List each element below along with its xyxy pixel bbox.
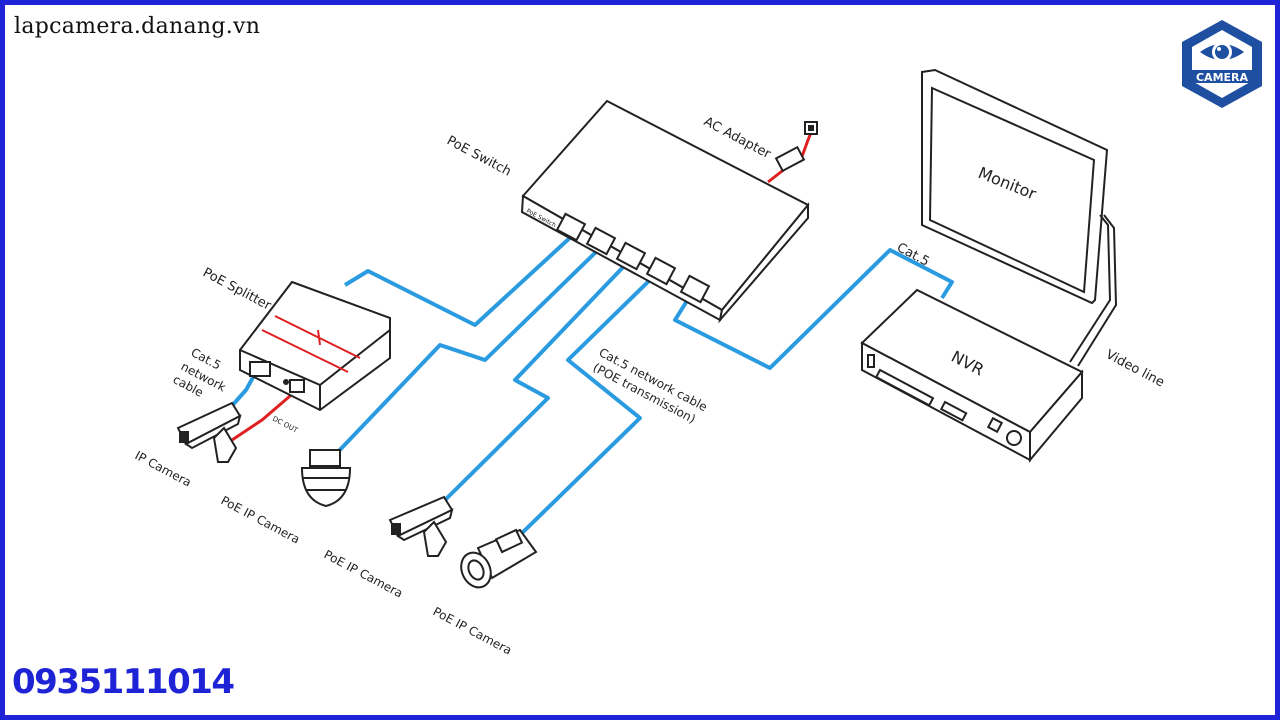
- cable-switch-dome: [333, 248, 600, 457]
- poe-switch[interactable]: [520, 99, 810, 324]
- cat5-top-label: Cat.5: [894, 240, 932, 269]
- video-line-label: Video line: [1103, 347, 1167, 390]
- eye-camera-lens-icon: [1200, 42, 1244, 62]
- ac-adapter: [774, 121, 818, 173]
- nvr[interactable]: [860, 288, 1084, 463]
- poe-ip-camera-label-2: PoE IP Camera: [322, 547, 406, 600]
- poe-splitter-label: PoE Splitter: [200, 265, 274, 314]
- box-camera: [460, 528, 538, 589]
- cable-switch-box-camera: [518, 273, 657, 537]
- bullet-camera: [388, 495, 454, 557]
- ip-camera: [176, 401, 242, 463]
- cable-switch-nvr: [673, 248, 954, 370]
- logo-text: CAMERA: [1196, 71, 1249, 84]
- poe-switch-label: PoE Switch: [444, 133, 513, 179]
- network-cables: [228, 233, 954, 537]
- ip-camera-label: IP Camera: [133, 448, 194, 489]
- camera-logo: CAMERA: [1182, 20, 1262, 108]
- dc-out-label: DC OUT: [271, 415, 300, 435]
- poe-ip-camera-label-1: PoE IP Camera: [219, 493, 303, 546]
- splitter-red-stripes: [261, 315, 361, 373]
- site-url[interactable]: lapcamera.danang.vn: [14, 14, 261, 39]
- dome-camera: [300, 449, 352, 508]
- poe-ip-camera-label-3: PoE IP Camera: [431, 604, 515, 657]
- poe-splitter: [239, 280, 391, 412]
- power-wire-dcout: [231, 388, 298, 442]
- monitor: [921, 68, 1118, 367]
- cable-splitter-ipcam: [228, 371, 258, 410]
- cable-switch-splitter: [343, 233, 575, 327]
- cable-switch-bullet: [438, 260, 630, 507]
- phone-number[interactable]: 0935111014: [12, 662, 235, 702]
